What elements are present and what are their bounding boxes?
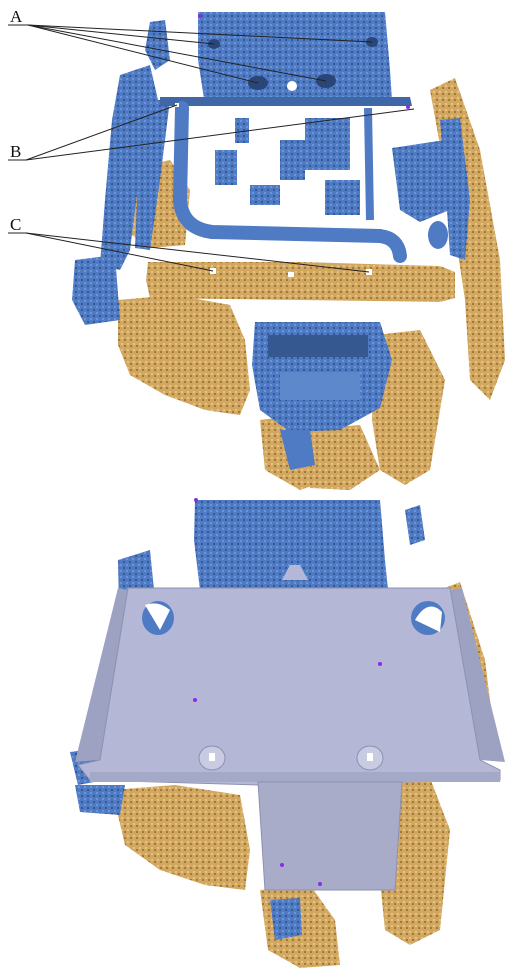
label-a: A bbox=[10, 7, 23, 26]
cross-member-c bbox=[146, 262, 455, 302]
bolt-boss bbox=[198, 745, 226, 771]
scan-bottom-panel bbox=[70, 498, 505, 968]
marker-dot bbox=[198, 14, 202, 18]
marker-dot bbox=[378, 662, 382, 666]
label-b: B bbox=[10, 142, 21, 161]
skid-plate-side-right bbox=[450, 588, 505, 762]
hole-highlight bbox=[415, 606, 442, 632]
leader-line bbox=[25, 104, 178, 161]
leader-line bbox=[25, 108, 415, 161]
marker-dot bbox=[193, 698, 197, 702]
upper-plate-lower bbox=[194, 500, 388, 590]
scan-fragments bbox=[215, 118, 360, 215]
upper-plate-lip bbox=[160, 97, 412, 106]
vertical-pipe bbox=[364, 107, 374, 221]
leader-line bbox=[25, 232, 214, 272]
blue-frame-top bbox=[72, 20, 470, 325]
leader-line bbox=[27, 24, 327, 82]
marker-dot bbox=[406, 105, 410, 109]
label-a-group: A bbox=[8, 7, 373, 84]
marker-dot bbox=[194, 498, 198, 502]
exhaust-pipe bbox=[172, 101, 407, 263]
bolt-boss bbox=[356, 745, 384, 771]
canister bbox=[392, 140, 462, 249]
leader-line bbox=[27, 24, 373, 43]
skid-plate-extension bbox=[257, 781, 403, 891]
skid-plate-bottom-edge bbox=[90, 772, 500, 782]
leader-line bbox=[27, 24, 215, 45]
skid-plate-side-left bbox=[75, 588, 128, 762]
leader-line bbox=[25, 232, 370, 273]
marker-dot bbox=[280, 863, 284, 867]
hole-highlight bbox=[145, 603, 170, 630]
transmission bbox=[252, 322, 392, 470]
skid-plate-rear-tab bbox=[282, 565, 308, 580]
upper-plate bbox=[198, 12, 392, 105]
label-c: C bbox=[10, 215, 21, 234]
label-c-group: C bbox=[8, 215, 370, 273]
label-b-group: B bbox=[8, 104, 415, 161]
marker-dot bbox=[318, 882, 322, 886]
leader-line bbox=[27, 24, 259, 84]
scan-top-panel: A B C bbox=[8, 7, 505, 490]
skid-plate bbox=[75, 565, 505, 891]
